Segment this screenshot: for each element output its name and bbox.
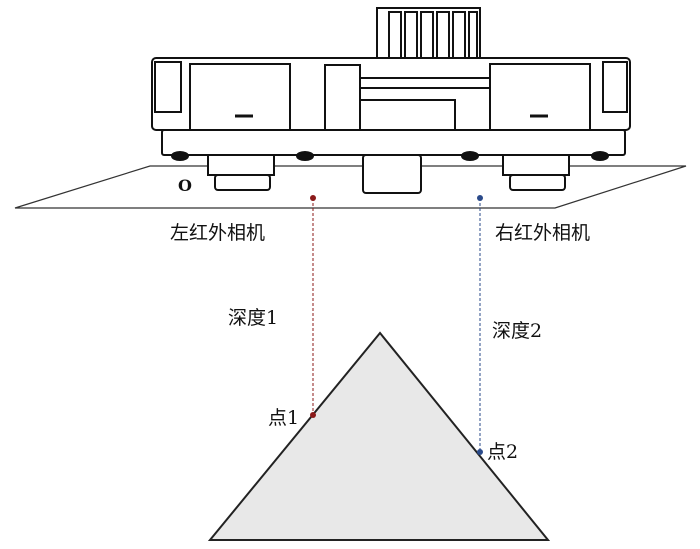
left-camera-label: 左红外相机 <box>170 222 266 244</box>
stereo-camera-device <box>151 7 631 194</box>
object-triangle <box>207 331 551 541</box>
right-camera-dot <box>477 195 483 201</box>
point1-dot <box>310 412 316 418</box>
point2-label: 点2 <box>487 441 519 463</box>
depth2-label: 深度2 <box>492 320 543 342</box>
point2-dot <box>477 449 483 455</box>
depth1-label: 深度1 <box>228 307 279 329</box>
point1-label: 点1 <box>268 407 300 429</box>
heatsink <box>376 7 481 71</box>
right-camera-label: 右红外相机 <box>495 222 591 244</box>
left-camera-dot <box>310 195 316 201</box>
origin-label: O <box>178 176 192 195</box>
reference-plane <box>14 165 687 209</box>
